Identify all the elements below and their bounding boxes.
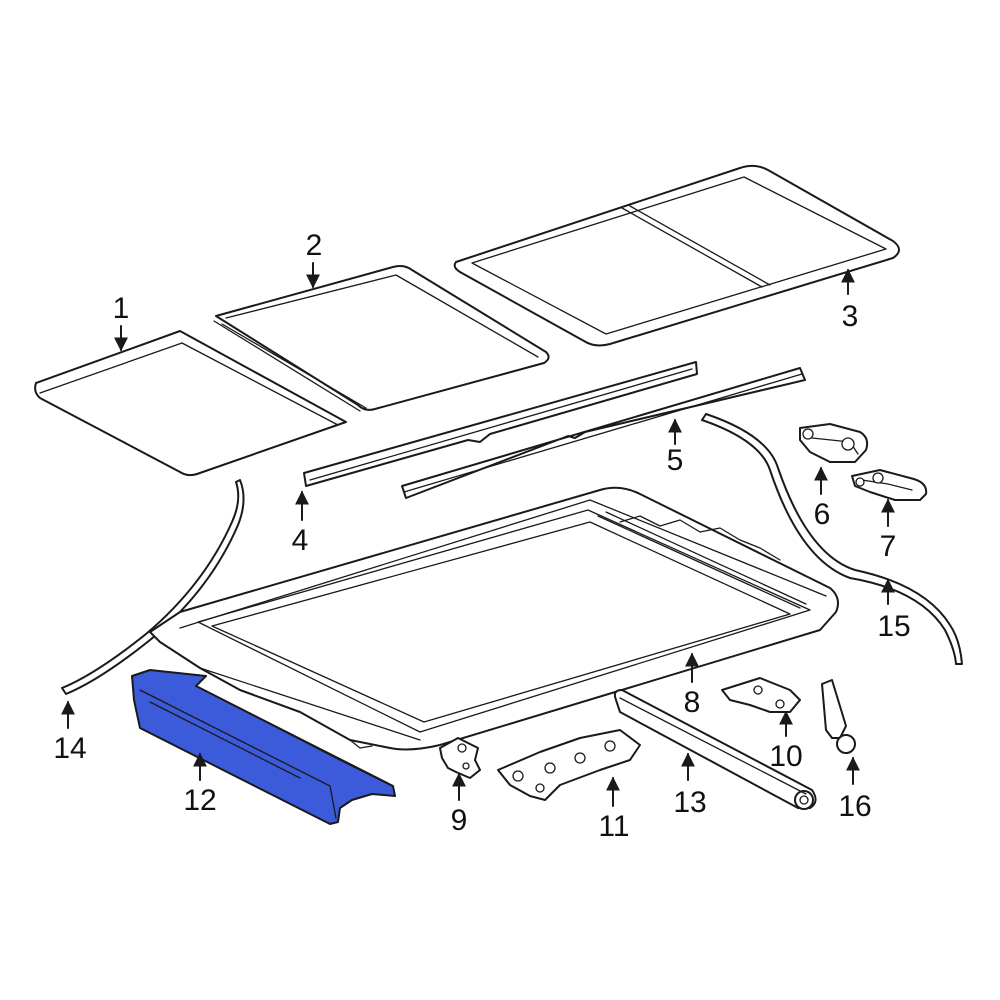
callout-12: 12 <box>183 784 216 817</box>
part-1-front-glass[interactable] <box>34 330 347 477</box>
part-10-bracket[interactable] <box>721 677 801 713</box>
callout-10: 10 <box>769 740 802 773</box>
part-11-bracket-plate[interactable] <box>497 729 641 801</box>
callout-labels: 1 2 3 4 5 6 7 8 9 10 11 12 13 14 15 16 <box>53 229 910 843</box>
callout-16: 16 <box>838 790 871 823</box>
part-2-rear-glass[interactable] <box>213 265 550 412</box>
part-16-drain-valve[interactable] <box>821 679 856 754</box>
part-9-bracket[interactable] <box>439 737 481 779</box>
part-3-roof-frame[interactable] <box>453 164 900 347</box>
leader-lines <box>61 262 895 807</box>
callout-6: 6 <box>814 498 831 531</box>
part-12-front-trim[interactable] <box>131 669 396 825</box>
callout-13: 13 <box>673 786 706 819</box>
callout-1: 1 <box>113 292 130 325</box>
callout-4: 4 <box>292 524 309 557</box>
part-15-drain-hose[interactable] <box>701 413 963 665</box>
callout-2: 2 <box>306 229 323 262</box>
part-6-motor[interactable] <box>799 423 869 463</box>
part-13-shade-rod[interactable] <box>613 689 817 810</box>
callout-9: 9 <box>451 804 468 837</box>
callout-14: 14 <box>53 732 86 765</box>
part-5-seal-strip[interactable] <box>401 367 806 499</box>
part-4-deflector-strip[interactable] <box>303 361 698 487</box>
callout-3: 3 <box>842 300 859 333</box>
part-7-motor[interactable] <box>851 469 928 501</box>
part-14-drain-hose[interactable] <box>61 479 245 695</box>
callout-11: 11 <box>598 810 629 843</box>
callout-7: 7 <box>880 530 897 563</box>
callout-8: 8 <box>684 686 701 719</box>
callout-5: 5 <box>667 444 684 477</box>
callout-15: 15 <box>877 610 910 643</box>
part-8-sunroof-housing[interactable] <box>149 486 839 751</box>
